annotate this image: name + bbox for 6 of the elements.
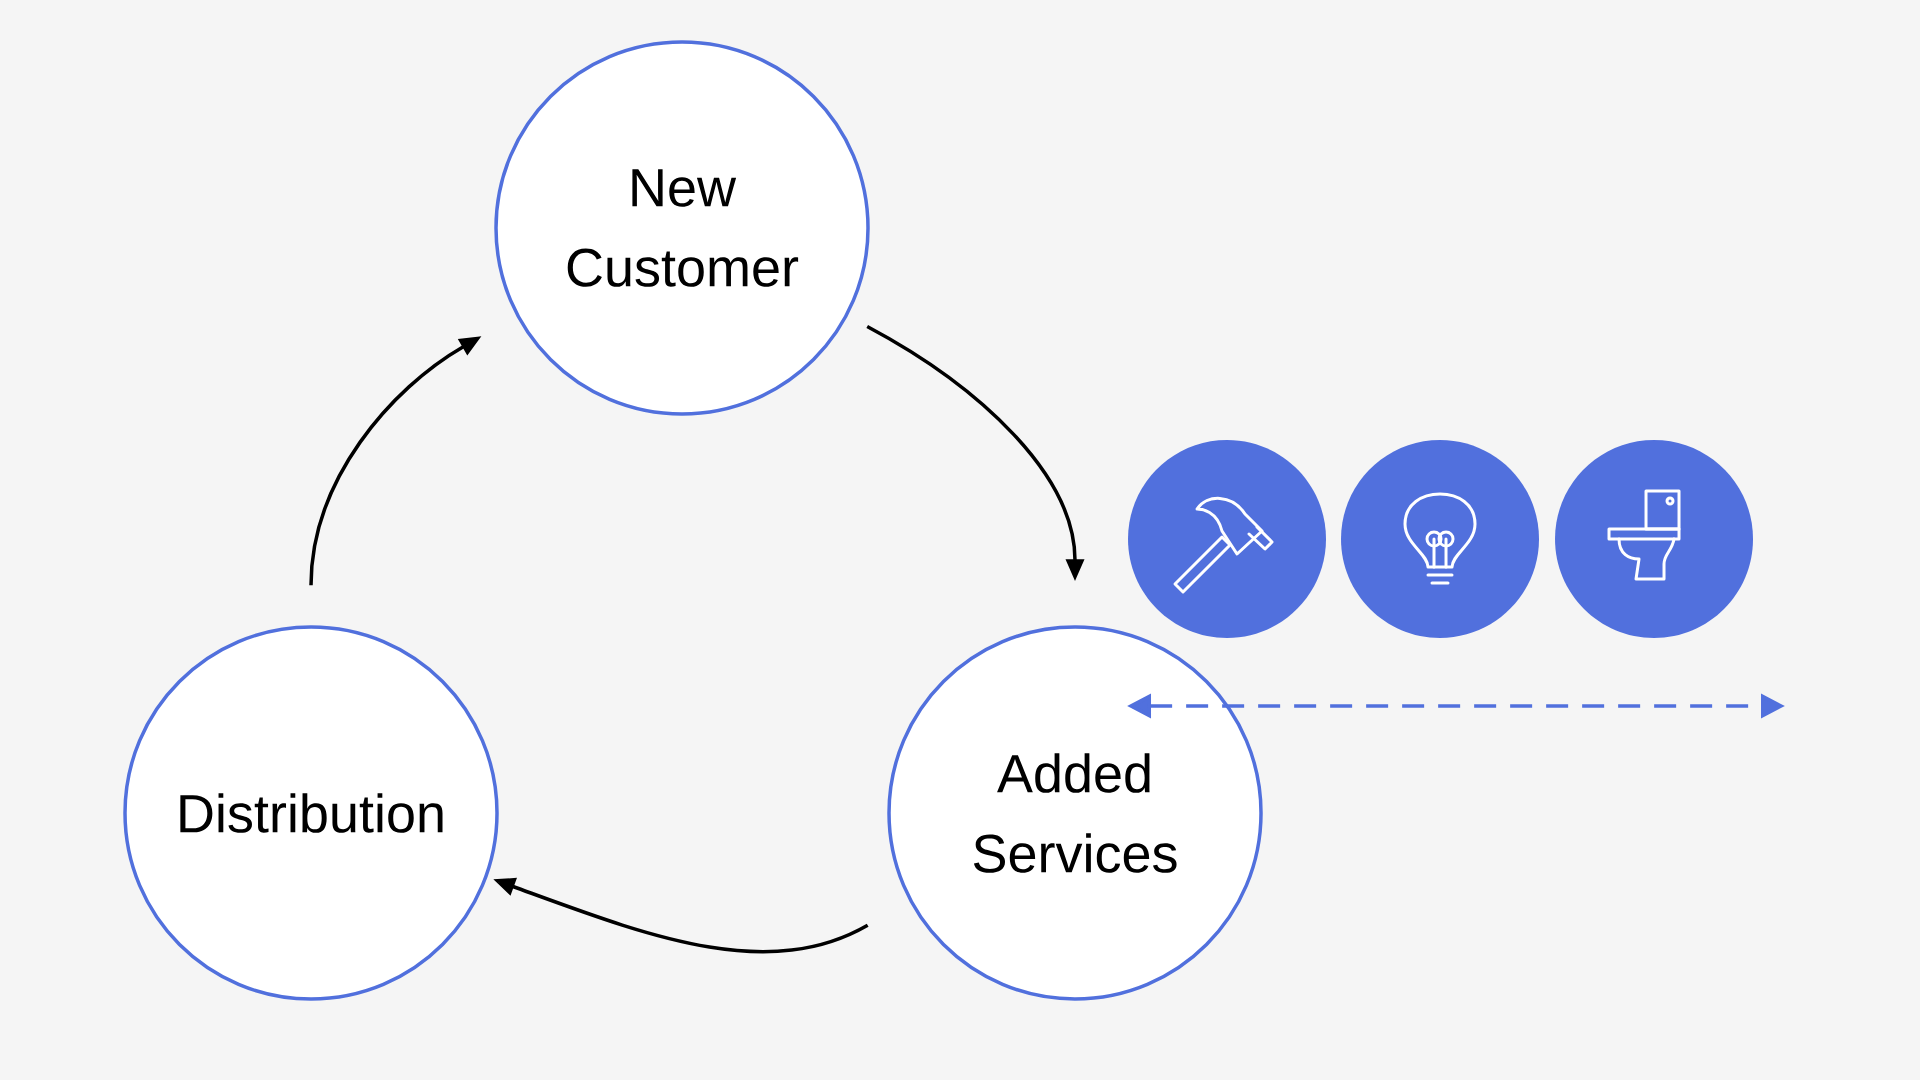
circle-node: Distribution — [123, 625, 499, 1001]
icon-circle — [1128, 440, 1326, 638]
circle-node: Added Services — [887, 625, 1263, 1001]
icon-circle — [1555, 440, 1753, 638]
icon-circle — [1341, 440, 1539, 638]
circle-node: New Customer — [494, 40, 870, 416]
